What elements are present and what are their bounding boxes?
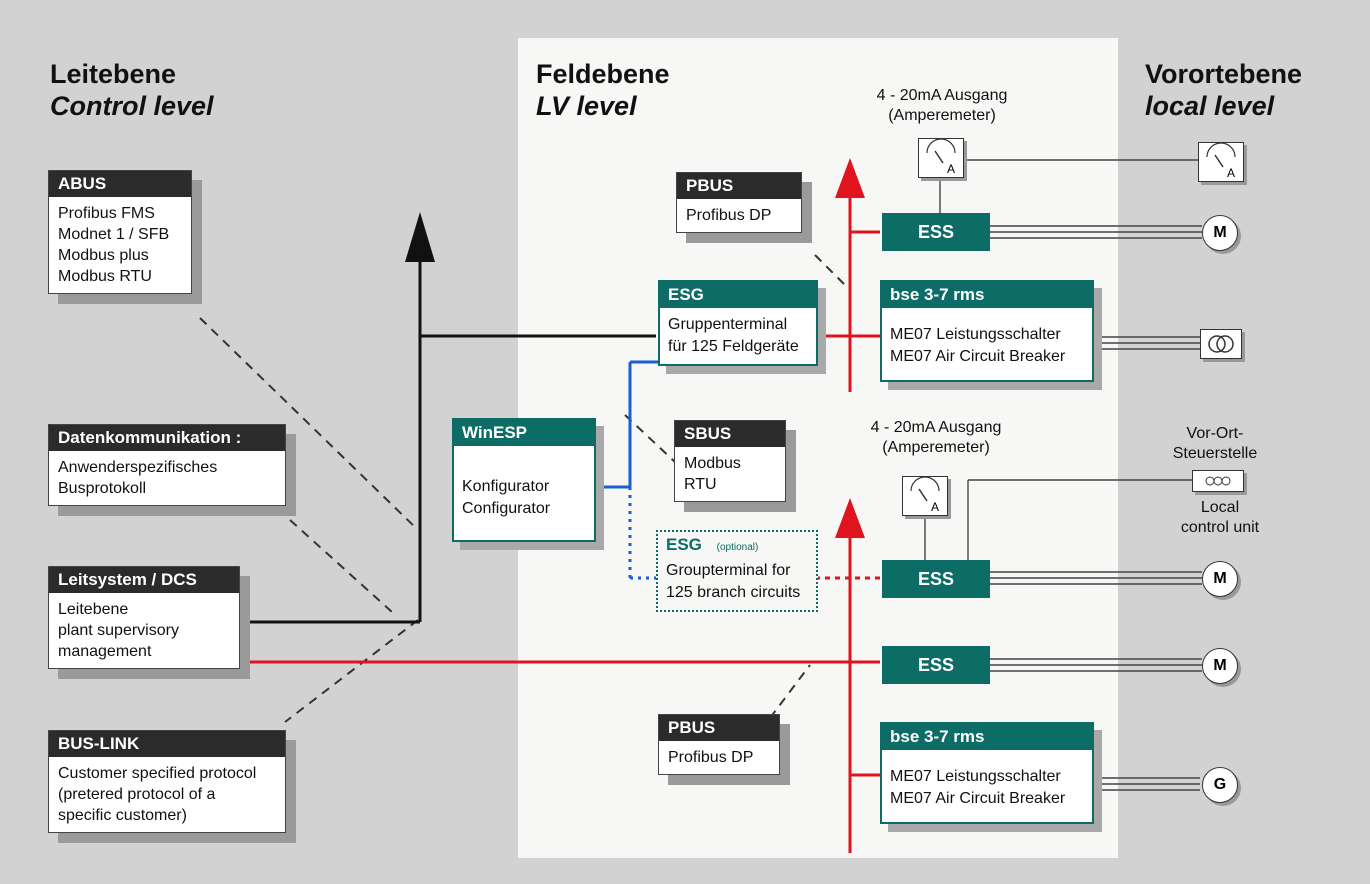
bse-top-box: bse 3-7 rms ME07 Leistungsschalter ME07 … — [880, 280, 1094, 382]
leitsystem-line: Leitebene — [58, 601, 129, 618]
local-control-unit-icon — [1192, 470, 1244, 492]
leitsystem-title: Leitsystem / DCS — [49, 567, 239, 593]
ausgang-mid-line: 4 - 20mA Ausgang — [870, 419, 1002, 436]
ammeter-icon: A — [1198, 142, 1244, 182]
local-control-label: Local control unit — [1160, 498, 1280, 538]
bse-bottom-line: ME07 Air Circuit Breaker — [890, 790, 1066, 807]
pbus-top-box: PBUS Profibus DP — [676, 172, 802, 233]
field-level-en: LV level — [536, 91, 637, 121]
esg-optional-line: Groupterminal for — [666, 562, 791, 579]
field-level-de: Feldebene — [536, 59, 670, 89]
buslink-box: BUS-LINK Customer specified protocol (pr… — [48, 730, 286, 833]
abus-line: Modnet 1 / SFB — [58, 226, 170, 243]
pbus-top-title: PBUS — [677, 173, 801, 199]
esg-optional-box: ESG (optional) Groupterminal for 125 bra… — [656, 530, 818, 612]
vorort-label: Vor-Ort- Steuerstelle — [1160, 424, 1270, 464]
pbus-bottom-box: PBUS Profibus DP — [658, 714, 780, 775]
ausgang-top-line: (Amperemeter) — [888, 107, 996, 124]
control-level-title: Leitebene Control level — [50, 58, 214, 122]
datenkommunikation-title: Datenkommunikation : — [49, 425, 285, 451]
motor-icon: M — [1202, 648, 1238, 684]
ess-unit-mid: ESS — [882, 560, 990, 598]
buslink-line: (pretered protocol of a — [58, 786, 216, 803]
winesp-title: WinESP — [454, 420, 594, 446]
field-level-title: Feldebene LV level — [536, 58, 670, 122]
local-level-de: Vorortebene — [1145, 59, 1303, 89]
local-control-line: Local — [1200, 499, 1240, 516]
dashed-links — [199, 254, 851, 723]
ess-unit-bottom: ESS — [882, 646, 990, 684]
esg-optional-note: (optional) — [716, 542, 759, 553]
ausgang-top-line: 4 - 20mA Ausgang — [876, 87, 1008, 104]
abus-title: ABUS — [49, 171, 191, 197]
configurator-links — [596, 360, 658, 489]
esg-optional-line: 125 branch circuits — [666, 584, 801, 601]
esg-optional-header: ESG (optional) — [658, 532, 816, 558]
esg-optional-title: ESG — [666, 535, 702, 554]
motor-icon: M — [1202, 215, 1238, 251]
feeder-lines — [924, 159, 1202, 791]
transformer-icon — [1200, 329, 1242, 359]
abus-line: Modbus plus — [58, 247, 149, 264]
generator-icon: G — [1202, 767, 1238, 803]
vorort-line: Vor-Ort- — [1186, 425, 1244, 442]
sbus-line: Modbus RTU — [684, 455, 741, 493]
datenkommunikation-line: Busprotokoll — [58, 480, 147, 497]
svg-text:A: A — [1227, 166, 1235, 180]
pbus-bottom-title: PBUS — [659, 715, 779, 741]
winesp-line: Configurator — [462, 500, 551, 517]
svg-text:A: A — [931, 500, 939, 514]
esg-title: ESG — [660, 282, 816, 308]
bse-bottom-title: bse 3-7 rms — [882, 724, 1092, 750]
abus-box: ABUS Profibus FMS Modnet 1 / SFB Modbus … — [48, 170, 192, 294]
motor-icon: M — [1202, 561, 1238, 597]
field-bus-red — [240, 195, 885, 853]
control-level-de: Leitebene — [50, 59, 177, 89]
ammeter-icon: A — [918, 138, 964, 178]
winesp-box: WinESP Konfigurator Configurator — [452, 418, 596, 542]
bse-bottom-line: ME07 Leistungsschalter — [890, 768, 1061, 785]
field-arrow-bottom — [835, 498, 865, 538]
winesp-line: Konfigurator — [462, 478, 550, 495]
pbus-bottom-line: Profibus DP — [668, 749, 754, 766]
esg-line: für 125 Feldgeräte — [668, 338, 799, 355]
field-arrow-top — [835, 158, 865, 198]
leitsystem-line: management — [58, 643, 152, 660]
datenkommunikation-box: Datenkommunikation : Anwenderspezifische… — [48, 424, 286, 506]
ausgang-mid-line: (Amperemeter) — [882, 439, 990, 456]
svg-text:A: A — [947, 162, 955, 176]
optional-link-blue — [628, 487, 658, 580]
bse-top-line: ME07 Air Circuit Breaker — [890, 348, 1066, 365]
abus-line: Modbus RTU — [58, 268, 152, 285]
bse-top-line: ME07 Leistungsschalter — [890, 326, 1061, 343]
control-arrow-head — [405, 212, 435, 262]
buslink-line: specific customer) — [58, 807, 187, 824]
leitsystem-line: plant supervisory — [58, 622, 179, 639]
local-level-en: local level — [1145, 91, 1275, 121]
control-level-en: Control level — [50, 91, 214, 121]
datenkommunikation-line: Anwenderspezifisches — [58, 459, 218, 476]
esg-line: Gruppenterminal — [668, 316, 788, 333]
ess-unit-top: ESS — [882, 213, 990, 251]
field-level-panel — [518, 38, 1118, 858]
buslink-title: BUS-LINK — [49, 731, 285, 757]
local-control-line: control unit — [1180, 519, 1260, 536]
bse-top-title: bse 3-7 rms — [882, 282, 1092, 308]
buslink-line: Customer specified protocol — [58, 765, 257, 782]
ammeter-icon: A — [902, 476, 948, 516]
control-bus-black — [240, 255, 656, 624]
vorort-line: Steuerstelle — [1172, 445, 1258, 462]
sbus-box: SBUS Modbus RTU — [674, 420, 786, 502]
local-level-title: Vorortebene local level — [1145, 58, 1302, 122]
leitsystem-box: Leitsystem / DCS Leitebene plant supervi… — [48, 566, 240, 669]
esg-box: ESG Gruppenterminal für 125 Feldgeräte — [658, 280, 818, 366]
sbus-title: SBUS — [675, 421, 785, 447]
pbus-top-line: Profibus DP — [686, 207, 772, 224]
abus-line: Profibus FMS — [58, 205, 155, 222]
ausgang-mid-label: 4 - 20mA Ausgang (Amperemeter) — [846, 418, 1026, 458]
ausgang-top-label: 4 - 20mA Ausgang (Amperemeter) — [852, 86, 1032, 126]
bse-bottom-box: bse 3-7 rms ME07 Leistungsschalter ME07 … — [880, 722, 1094, 824]
